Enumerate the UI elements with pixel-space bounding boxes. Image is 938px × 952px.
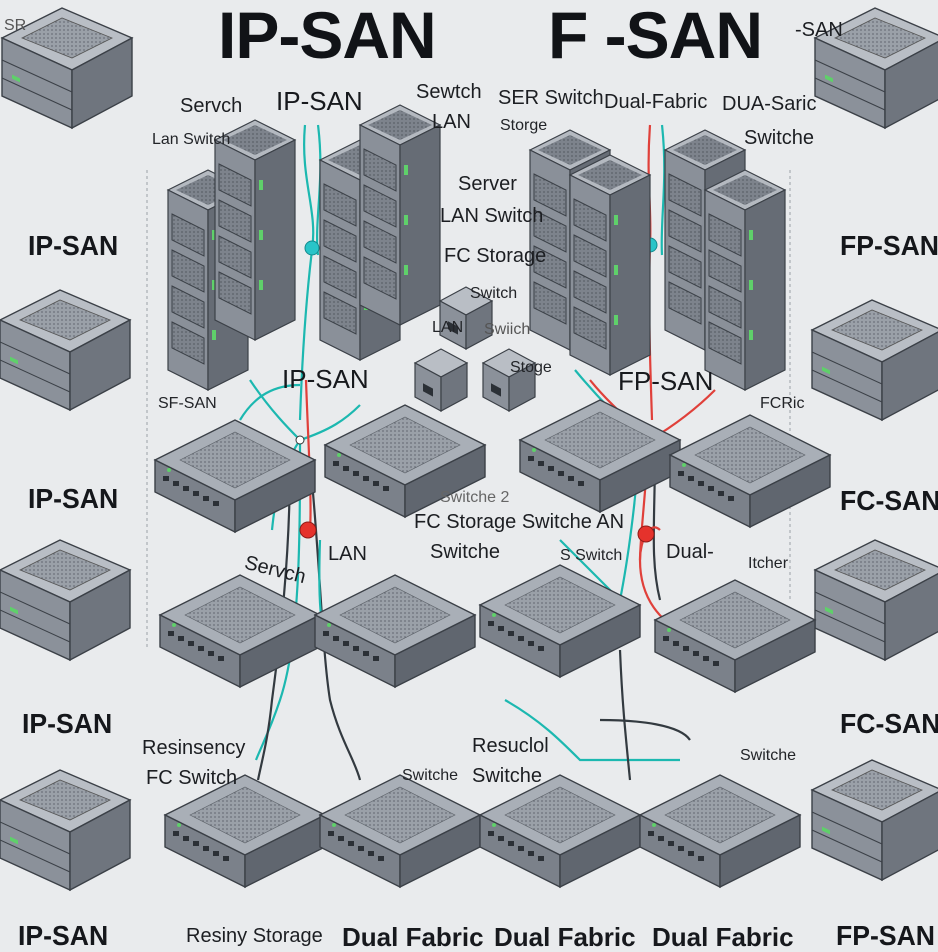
label-storge: Storge — [500, 117, 548, 134]
teal-cable — [599, 718, 691, 741]
title-corner-right: -SAN — [795, 19, 843, 41]
blade-chassis-icon — [811, 759, 938, 881]
label-itcher: Itcher — [748, 555, 789, 572]
blade-chassis-icon — [0, 769, 131, 891]
teal-cable — [308, 459, 362, 781]
label-lan-low: LAN — [328, 543, 367, 565]
label-resinsency: Resinsency — [142, 737, 246, 759]
teal-cable — [660, 124, 666, 256]
label-switche-right: Switche — [740, 747, 797, 764]
title-ip-san: IP-SAN — [218, 0, 437, 72]
teal-cable — [254, 439, 302, 761]
label-switche-low: Switche — [472, 765, 543, 787]
teal-node — [304, 240, 320, 256]
bottom-label-6: FP-SAN — [836, 920, 936, 951]
title-fc-san: F -SAN — [548, 0, 763, 72]
label-lan-top: LAN — [432, 111, 471, 133]
label-switche-2: Switche 2 — [440, 489, 510, 506]
blade-chassis-icon — [811, 299, 938, 421]
bottom-label-2: Resiny Storage — [186, 925, 323, 947]
label-servch: Servch — [180, 95, 243, 117]
label-fc-switch: FC Switch — [146, 767, 238, 789]
label-fp-san-mid: FP-SAN — [618, 366, 714, 396]
label-dual-fabric: Dual-Fabric — [604, 91, 708, 113]
right-label-3: FC-SAN — [840, 708, 938, 739]
label-fcric: FCRic — [760, 395, 805, 412]
label-dua-saric: DUA-Saric — [722, 93, 817, 115]
rack-server-icon — [569, 154, 651, 376]
network-switch-icon — [639, 774, 801, 888]
teal-cable — [239, 383, 301, 421]
bottom-label-5: Dual Fabric — [652, 922, 794, 952]
teal-cable — [618, 649, 632, 781]
left-label-1: IP-SAN — [28, 230, 119, 261]
blade-chassis-icon — [0, 539, 131, 661]
bottom-label-1: IP-SAN — [18, 920, 109, 951]
rack-server-icon — [359, 104, 441, 326]
teal-cable — [504, 699, 680, 762]
label-lan-switch-small: Lan Switch — [152, 131, 231, 148]
network-switch-icon — [669, 414, 831, 528]
label-lan-mid: LAN — [432, 319, 464, 336]
bottom-label-4: Dual Fabric — [494, 922, 636, 952]
bottom-label-3: Dual Fabric — [342, 922, 484, 952]
label-switch-mid: Switch — [470, 285, 518, 302]
label-fc-storage: FC Storage — [444, 245, 547, 267]
label-resucol: Resuclol — [472, 735, 549, 757]
label-stoge: Stoge — [510, 359, 552, 376]
network-switch-icon — [154, 419, 316, 533]
rack-server-icon — [214, 119, 296, 341]
network-switch-icon — [164, 774, 326, 888]
teal-node — [295, 435, 305, 445]
network-switch-icon — [654, 579, 816, 693]
right-label-2: FC-SAN — [840, 485, 938, 516]
network-switch-icon — [159, 574, 321, 688]
teal-cable — [256, 459, 292, 781]
label-ip-san-top: IP-SAN — [276, 86, 363, 116]
network-switch-icon — [314, 574, 476, 688]
label-swiich: Swiich — [484, 321, 531, 338]
label-s-switch: S Switch — [560, 547, 623, 564]
label-switche-b: Switche — [430, 541, 501, 563]
label-ser-switch: SER Switch — [498, 87, 604, 109]
blade-chassis-icon — [0, 289, 131, 411]
storage-array-icon — [414, 348, 468, 412]
title-corner-left: SR — [4, 17, 27, 34]
label-switche-bottom: Switche — [402, 767, 459, 784]
network-switch-icon — [479, 774, 641, 888]
label-fc-storage-switche: FC Storage Switche AN — [414, 511, 625, 533]
rack-server-icon — [704, 169, 786, 391]
red-node — [637, 525, 655, 543]
label-server: Server — [458, 173, 517, 195]
label-sf-san: SF-SAN — [158, 395, 217, 412]
label-lan-switch: LAN Switch — [440, 205, 544, 227]
label-sewtch: Sewtch — [416, 81, 482, 103]
network-switch-icon — [319, 774, 481, 888]
label-switche-top: Switche — [744, 127, 815, 149]
network-switch-icon — [479, 564, 641, 678]
right-label-1: FP-SAN — [840, 230, 938, 261]
label-ip-san-mid: IP-SAN — [282, 364, 369, 394]
left-label-3: IP-SAN — [22, 708, 113, 739]
red-node — [299, 521, 317, 539]
left-label-2: IP-SAN — [28, 483, 119, 514]
blade-chassis-icon — [814, 539, 938, 661]
label-dual-dash: Dual- — [666, 541, 714, 563]
network-switch-icon — [519, 399, 681, 513]
